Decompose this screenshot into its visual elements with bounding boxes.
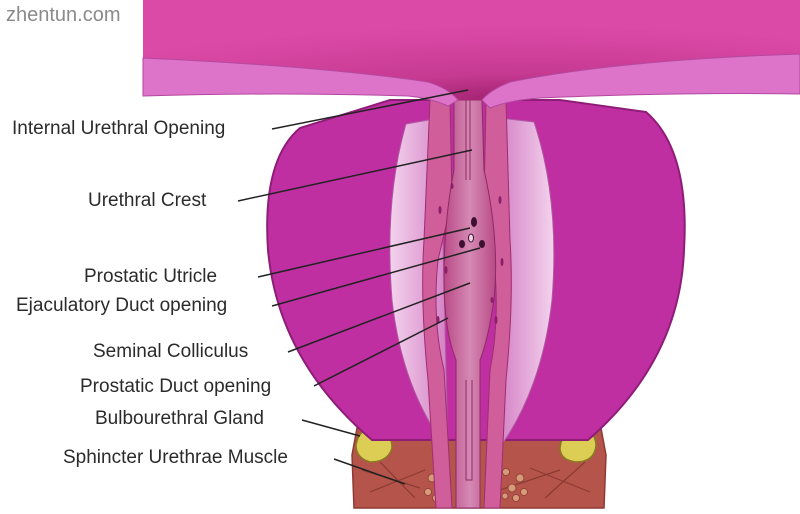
inner-capsule-right	[497, 117, 555, 452]
label-ejaculatory-duct-opening: Ejaculatory Duct opening	[16, 295, 228, 316]
label-seminal-colliculus: Seminal Colliculus	[93, 341, 249, 362]
watermark: zhentun.com	[6, 4, 121, 26]
urethral-lumen-line	[465, 100, 473, 481]
urethra-wall-right	[483, 99, 512, 509]
label-urethral-crest: Urethral Crest	[88, 190, 207, 211]
bladder-shape	[143, 0, 800, 100]
label-prostatic-duct-opening: Prostatic Duct opening	[80, 376, 272, 397]
label-internal-urethral-opening: Internal Urethral Opening	[12, 118, 226, 139]
prostatic-duct-openings	[436, 183, 504, 324]
label-sphincter-urethrae-muscle: Sphincter Urethrae Muscle	[63, 447, 288, 468]
bladder-wall-right	[481, 53, 800, 109]
bladder-wall	[142, 57, 459, 107]
ejaculatory-duct-openings	[459, 217, 485, 248]
urethral-crest-shape	[443, 99, 497, 509]
leader-lines	[237, 89, 481, 485]
label-bulbourethral-gland: Bulbourethral Gland	[95, 408, 264, 429]
urethra-wall	[422, 99, 453, 509]
label-prostatic-utricle: Prostatic Utricle	[84, 266, 218, 287]
